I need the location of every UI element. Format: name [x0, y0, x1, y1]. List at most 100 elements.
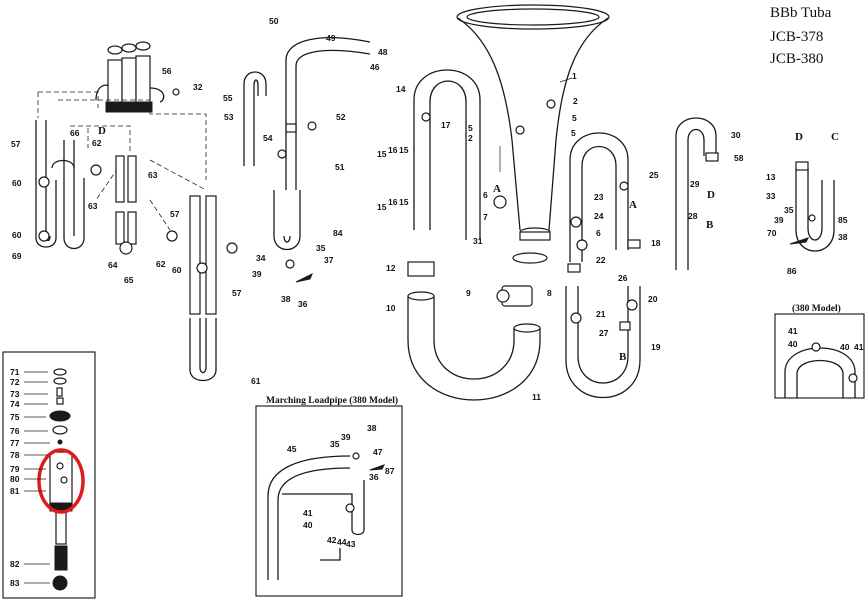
part-label: 43	[346, 539, 356, 549]
part-label: 20	[648, 294, 658, 304]
part-label: 77	[10, 438, 20, 448]
part-label: 15	[399, 145, 409, 155]
part-label: 56	[162, 66, 172, 76]
part-label: 61	[251, 376, 261, 386]
part-label: 5	[468, 123, 473, 133]
inset-marching-title: Marching Loadpipe (380 Model)	[266, 395, 398, 406]
part-label: 64	[108, 260, 118, 270]
part-label: 36	[298, 299, 308, 309]
left-slide	[35, 120, 85, 250]
part-label: 29	[690, 179, 700, 189]
part-label: 84	[333, 228, 343, 238]
part-label: 15	[399, 197, 409, 207]
part-label: 72	[10, 377, 20, 387]
part-label: 76	[10, 426, 20, 436]
part-label: 22	[596, 255, 606, 265]
part-label: 32	[193, 82, 203, 92]
part-label: 17	[441, 120, 451, 130]
part-label: 5	[571, 128, 576, 138]
part-label: 80	[10, 474, 20, 484]
part-label: 27	[599, 328, 609, 338]
part-label: 31	[473, 236, 483, 246]
part-label: 28	[688, 211, 698, 221]
part-label: 52	[336, 112, 346, 122]
part-label: 87	[385, 466, 395, 476]
flow-b-2: B	[706, 219, 714, 231]
part-label: 26	[618, 273, 628, 283]
valve-cluster	[95, 41, 180, 113]
dashed-links	[37, 91, 207, 231]
part-label: 19	[651, 342, 661, 352]
part-label: 14	[396, 84, 406, 94]
flow-a-1: A	[493, 183, 501, 195]
inset-marching: Marching Loadpipe (380 Model)	[255, 395, 403, 597]
part-label: 21	[596, 309, 606, 319]
part-label: 15	[377, 149, 387, 159]
part-label: 16	[388, 197, 398, 207]
part-label: 60	[12, 178, 22, 188]
part-label: 33	[766, 191, 776, 201]
part-label: 34	[256, 253, 266, 263]
part-label: 66	[70, 128, 80, 138]
bell	[456, 4, 610, 241]
part-label: 63	[88, 201, 98, 211]
part-label: 1	[572, 71, 577, 81]
part-label: 48	[378, 47, 388, 57]
part-label: 10	[386, 303, 396, 313]
flow-b-1: B	[619, 351, 627, 363]
part-label: 39	[341, 432, 351, 442]
part-label: 50	[269, 16, 279, 26]
part-label: 8	[547, 288, 552, 298]
part-label: 86	[787, 266, 797, 276]
part-label: 23	[594, 192, 604, 202]
small-bow-28	[675, 117, 719, 270]
part-label: 74	[10, 399, 20, 409]
title-line-1: BBb Tuba	[770, 5, 832, 21]
flow-d-2: D	[795, 131, 803, 143]
part-label: 2	[573, 96, 578, 106]
slide-53	[243, 71, 287, 166]
part-label: 78	[10, 450, 20, 460]
part-label: 55	[223, 93, 233, 103]
part-label: 40	[840, 342, 850, 352]
part-label: 16	[388, 145, 398, 155]
part-label: 38	[281, 294, 291, 304]
part-label: 63	[148, 170, 158, 180]
part-label: 6	[483, 190, 488, 200]
part-label: 38	[838, 232, 848, 242]
part-label: 57	[11, 139, 21, 149]
part-label: 65	[124, 275, 134, 285]
part-label: 6	[596, 228, 601, 238]
part-label: 30	[731, 130, 741, 140]
part-label: 12	[386, 263, 396, 273]
part-label: 70	[767, 228, 777, 238]
part-label: 25	[649, 170, 659, 180]
part-label: 57	[170, 209, 180, 219]
part-label: 18	[651, 238, 661, 248]
part-label: 60	[172, 265, 182, 275]
part-label: 85	[838, 215, 848, 225]
slide-63	[90, 155, 178, 255]
title-line-3: JCB-380	[770, 51, 823, 67]
part-label: 73	[10, 389, 20, 399]
part-label: 39	[774, 215, 784, 225]
valve-leaders	[24, 371, 50, 584]
part-label: 40	[303, 520, 313, 530]
title-line-2: JCB-378	[770, 29, 823, 45]
part-label: 11	[532, 392, 541, 402]
part-label: 38	[367, 423, 377, 433]
part-label: 79	[10, 464, 20, 474]
part-label: 57	[232, 288, 242, 298]
part-label: 53	[224, 112, 234, 122]
part-label: 24	[594, 211, 604, 221]
flow-a-2: A	[629, 199, 637, 211]
part-label: 13	[766, 172, 776, 182]
part-labels: 1 2 2 5 5 5 6 6 7 8 9 10 11 12 13 14 15 …	[10, 16, 864, 588]
valve-column	[2, 351, 96, 599]
part-label: 83	[10, 578, 20, 588]
title-block: BBb Tuba JCB-378 JCB-380	[770, 5, 832, 67]
part-label: 40	[788, 339, 798, 349]
part-label: 45	[287, 444, 297, 454]
part-label: 41	[788, 326, 798, 336]
